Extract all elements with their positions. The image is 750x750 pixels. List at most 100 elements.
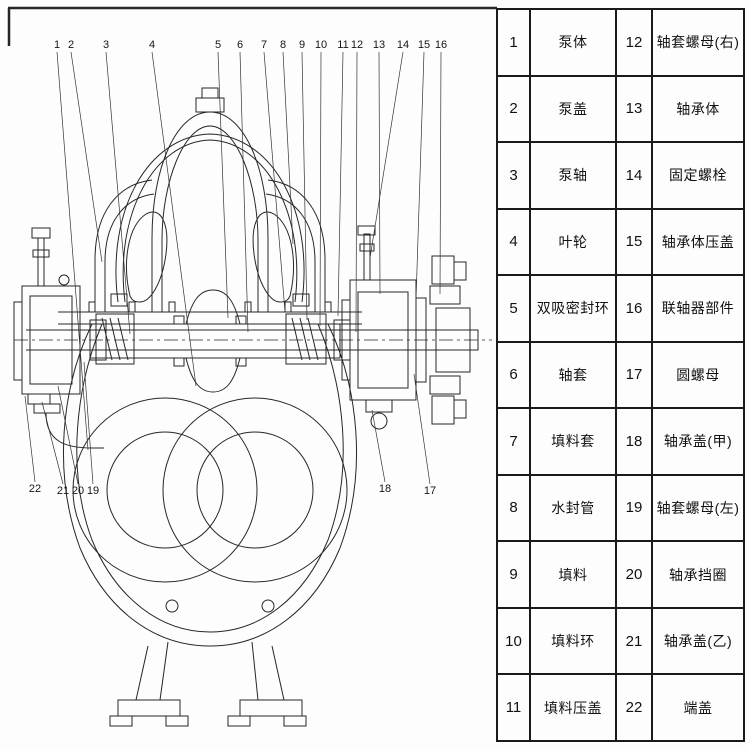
part-name-cell: 轴承体压盖 [651,207,745,277]
leader-line [70,51,103,263]
part-name-cell: 圆螺母 [651,340,745,410]
callout: 16 [435,39,447,295]
part-name-cell: 固定螺栓 [651,141,745,210]
callout: 4 [149,39,197,387]
part-name-cell: 填料 [529,540,617,609]
right-bearing-assembly [341,225,437,430]
callout-number: 21 [57,485,69,497]
part-name-cell: 轴套螺母(右) [651,8,745,77]
part-number-cell: 7 [496,407,531,476]
part-name-cell: 联轴器部件 [651,274,745,343]
part-name-cell: 双吸密封环 [529,274,617,343]
stuffing-box-right [285,313,327,365]
part-name-cell: 轴套螺母(左) [651,473,745,543]
stuffing-box-left [95,313,135,365]
callout-number: 2 [68,39,74,51]
part-number-cell: 18 [615,407,653,476]
part-name-cell: 叶轮 [529,207,617,277]
callout-number: 18 [379,483,391,495]
leader-line [239,51,249,333]
leader-line [369,51,404,259]
callout-number: 8 [280,39,286,51]
callout: 1 [54,39,89,451]
leader-line [319,51,322,327]
callout-number: 14 [397,39,409,51]
part-number-cell: 3 [496,141,531,210]
callout: 5 [215,39,229,319]
callout-number: 22 [29,483,41,495]
leader-line [57,385,79,485]
callout-number: 5 [215,39,221,51]
part-number-cell: 19 [615,473,653,543]
leader-line [301,51,308,321]
callout: 20 [57,385,84,497]
callout: 11 [337,39,349,317]
leader-line [263,51,286,313]
leader-line [151,51,197,387]
part-number-cell: 2 [496,74,531,144]
upper-casing [58,87,362,325]
callout-number: 13 [373,39,385,51]
leader-line [378,51,381,295]
part-name-cell: 填料压盖 [529,673,617,742]
part-number-cell: 6 [496,340,531,410]
leader-line [413,373,431,485]
leader-line [337,51,344,317]
callout: 19 [83,361,99,497]
part-number-cell: 21 [615,606,653,676]
leader-line [105,51,131,335]
part-name-cell: 水封管 [529,473,617,543]
part-number-cell: 16 [615,274,653,343]
leader-line [439,51,442,295]
callout-number: 1 [54,39,60,51]
leader-line [24,395,36,483]
callout-number: 11 [337,39,348,51]
leader-line [217,51,229,319]
callout: 12 [351,39,363,333]
callout: 18 [371,409,391,495]
callout-number: 3 [103,39,109,51]
callout: 13 [373,39,385,295]
leader-line [282,51,294,245]
part-name-cell: 泵轴 [529,141,617,210]
part-name-cell: 填料套 [529,407,617,476]
part-number-cell: 8 [496,473,531,543]
part-name-cell: 泵体 [529,8,617,77]
part-number-cell: 22 [615,673,653,742]
callout: 10 [315,39,327,327]
callout: 17 [413,373,436,497]
part-name-cell: 轴承盖(甲) [651,407,745,476]
callout-number: 6 [237,39,243,51]
part-name-cell: 端盖 [651,673,745,742]
callout: 22 [24,395,41,495]
callout: 8 [280,39,294,245]
leader-line [355,51,358,333]
callout: 7 [261,39,286,313]
leader-line [83,361,94,485]
callout-number: 12 [351,39,363,51]
part-number-cell: 11 [496,673,531,742]
callout-number: 16 [435,39,447,51]
page-border [7,6,497,46]
part-name-cell: 轴承盖(乙) [651,606,745,676]
part-name-cell: 泵盖 [529,74,617,144]
callout: 21 [41,401,69,497]
callout: 14 [369,39,409,259]
part-number-cell: 4 [496,207,531,277]
part-number-cell: 12 [615,8,653,77]
callout-number: 17 [424,485,436,497]
coupling [429,255,471,425]
